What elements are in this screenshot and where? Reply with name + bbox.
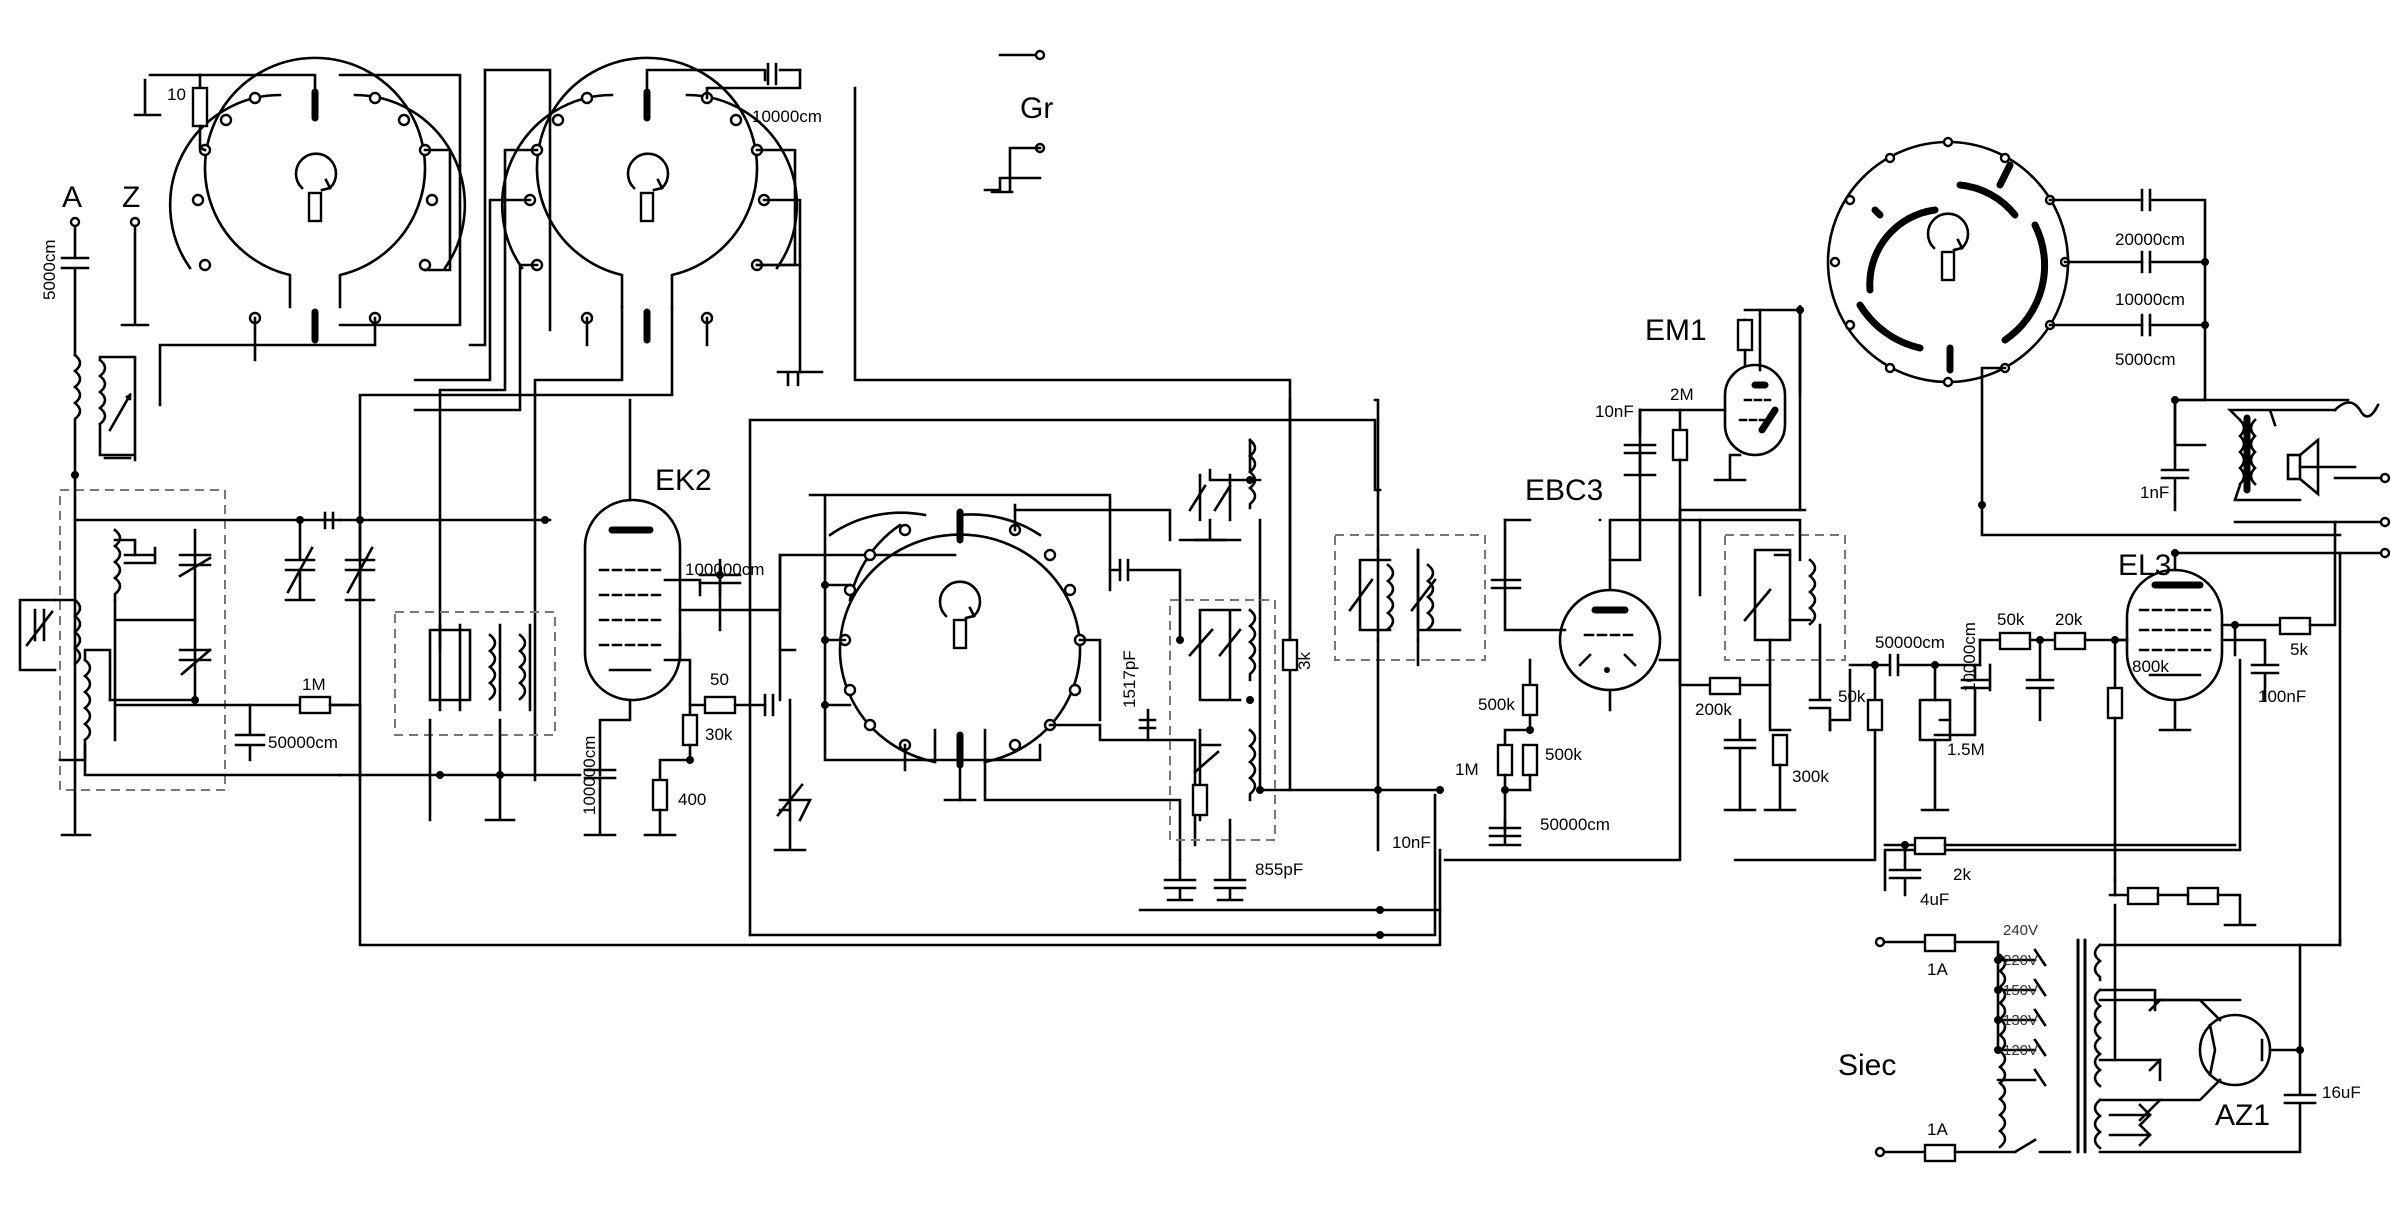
cap-100nf-label: 100nF: [2258, 687, 2306, 706]
r-50-label: 50: [710, 670, 729, 689]
r-1m-left-label: 1M: [302, 675, 326, 694]
r-20k-label: 20k: [2055, 610, 2083, 629]
tap-150v: 150V: [2003, 982, 2038, 999]
ebc3-label: EBC3: [1525, 474, 1603, 507]
r-800k-label: 800k: [2132, 657, 2169, 676]
r-2k-label: 2k: [1953, 865, 1971, 884]
r-500k-b-label: 500k: [1545, 745, 1582, 764]
r-500k-a-label: 500k: [1478, 695, 1515, 714]
waveband-switch-right: [1826, 136, 2342, 537]
r-30k-label: 30k: [705, 725, 733, 744]
tap-130v: 130V: [2003, 1012, 2038, 1029]
gramophone-label: Gr: [1020, 92, 1053, 125]
input-coils-section: [18, 511, 1442, 947]
cap-1nf-label: 1nF: [2140, 483, 2169, 502]
cap-10nf-em1-label: 10nF: [1595, 402, 1634, 421]
fuse-2-label: 1A: [1927, 1120, 1948, 1139]
antenna-input: [59, 216, 226, 837]
r-50k-a-label: 50k: [1838, 687, 1866, 706]
r-50k-b-label: 50k: [1997, 610, 2025, 629]
cap-4uf-label: 4uF: [1920, 890, 1949, 909]
pot-1-5m-label: 1.5M: [1947, 740, 1985, 759]
audio-chain: [1733, 631, 2129, 862]
r-2m-label: 2M: [1670, 385, 1694, 404]
oscillator-coils: [1138, 398, 1442, 902]
cap-1517pf-label: 1517pF: [1120, 650, 1139, 708]
tap-220v: 220V: [2003, 952, 2038, 969]
r-200k-label: 200k: [1695, 700, 1732, 719]
r-5k-label: 5k: [2290, 640, 2308, 659]
tap-120v: 120V: [2003, 1042, 2038, 1059]
if-transformer-2: [1678, 518, 1852, 812]
cap-50000cm-r-label: 50000cm: [1875, 633, 1945, 652]
el3-label: EL3: [2118, 549, 2171, 582]
r-1m-mid-label: 1M: [1455, 760, 1479, 779]
cap-10000cm-r-label: 10000cm: [1960, 622, 1979, 692]
r-3k-label: 3k: [1295, 652, 1314, 670]
ant-cap-label: 5000cm: [40, 240, 59, 300]
top-switch-wiring: [133, 49, 1292, 782]
cap-10nf-mid-label: 10nF: [1392, 833, 1431, 852]
waveband-switch-middle: [500, 56, 799, 344]
tube-ebc3: [1488, 508, 1807, 847]
r-300k-label: 300k: [1792, 767, 1829, 786]
text-labels: A Z Gr EK2 EBC3 EL3 EM1 AZ1 Siec 5000cm …: [40, 85, 2361, 1139]
cap-10000cm-sw-label: 10000cm: [2115, 290, 2185, 309]
az1-label: AZ1: [2215, 1099, 2270, 1132]
cap-100000cm-screen-label: 100000cm: [685, 560, 764, 579]
ek2-label: EK2: [655, 464, 712, 497]
cap-855pf-label: 855pF: [1255, 860, 1303, 879]
cap-10000cm-top-label: 10000cm: [752, 107, 822, 126]
mains-label: Siec: [1838, 1049, 1896, 1082]
tube-em1: [1443, 305, 1802, 862]
r10-label: 10: [167, 85, 186, 104]
ground-label: Z: [122, 181, 140, 214]
cap-50000cm-left-label: 50000cm: [268, 733, 338, 752]
cap-5000cm-sw-label: 5000cm: [2115, 350, 2175, 369]
if-transformer: [1334, 398, 1486, 852]
r-400-label: 400: [678, 790, 706, 809]
fuse-1-label: 1A: [1927, 960, 1948, 979]
tube-ek2: [583, 398, 957, 837]
speaker: [2173, 398, 2391, 559]
tube-el3: [1883, 520, 2337, 892]
waveband-switch-oscillator: [748, 418, 1442, 937]
cap-50000cm-mid-label: 50000cm: [1540, 815, 1610, 834]
tap-240v: 240V: [2003, 922, 2038, 939]
antenna-label: A: [62, 181, 82, 214]
cap-100000cm-ek2-label: 100000cm: [580, 736, 599, 815]
cap-16uf-label: 16uF: [2322, 1083, 2361, 1102]
em1-label: EM1: [1645, 314, 1707, 347]
cap-20000cm-label: 20000cm: [2115, 230, 2185, 249]
junctions: [71, 258, 2304, 1054]
waveband-switch-left: [168, 56, 467, 344]
power-supply: [1874, 551, 2342, 1163]
